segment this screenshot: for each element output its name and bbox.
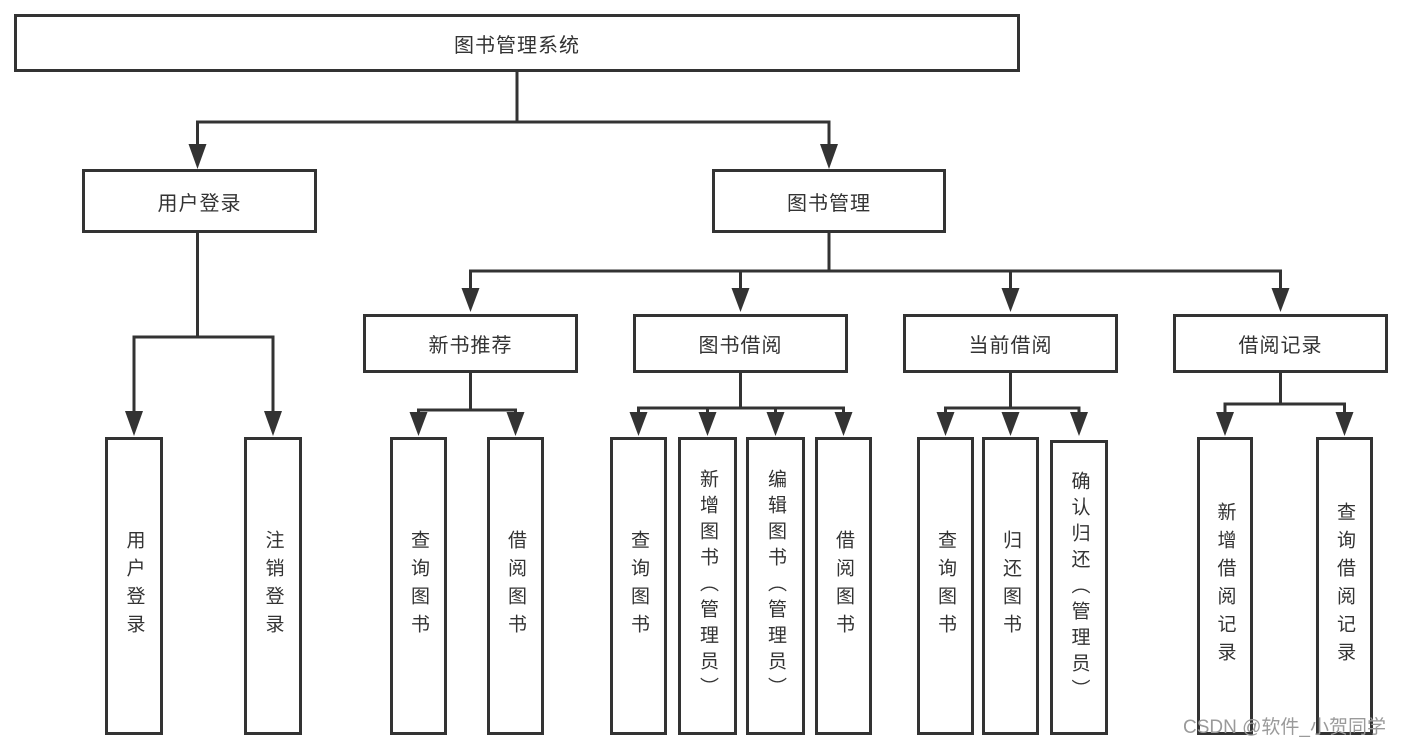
leaf-confirm-return-admin: 确认归还（管理员） — [1050, 440, 1108, 735]
node-borrow-records-label: 借阅记录 — [1238, 335, 1323, 357]
node-book-management-branch: 图书管理 — [712, 169, 946, 233]
leaf-edit-book-admin: 编辑图书（管理员） — [746, 437, 805, 735]
leaf-recommend-borrow-books: 借阅图书 — [487, 437, 544, 735]
leaf-query-borrow-record: 查询借阅记录 — [1316, 437, 1373, 735]
node-book-management-branch-label: 图书管理 — [787, 192, 871, 215]
node-book-borrow: 图书借阅 — [633, 314, 848, 373]
watermark: CSDN @软件_小贺同学 — [1183, 717, 1386, 738]
leaf-logout: 注销登录 — [244, 437, 302, 735]
node-current-borrow: 当前借阅 — [903, 314, 1118, 373]
node-root: 图书管理系统 — [14, 14, 1020, 72]
node-new-book-recommend: 新书推荐 — [363, 314, 578, 373]
leaf-borrow-borrow-books: 借阅图书 — [815, 437, 872, 735]
node-current-borrow-label: 当前借阅 — [968, 335, 1053, 357]
leaf-add-book-admin: 新增图书（管理员） — [678, 437, 737, 735]
node-new-book-recommend-label: 新书推荐 — [428, 335, 513, 357]
node-user-login-branch-label: 用户登录 — [157, 192, 242, 215]
leaf-recommend-query-books: 查询图书 — [390, 437, 447, 735]
leaf-current-query-books: 查询图书 — [917, 437, 974, 735]
leaf-add-borrow-record: 新增借阅记录 — [1197, 437, 1253, 735]
node-borrow-records: 借阅记录 — [1173, 314, 1388, 373]
node-user-login-branch: 用户登录 — [82, 169, 317, 233]
leaf-user-login: 用户登录 — [105, 437, 163, 735]
leaf-borrow-query-books: 查询图书 — [610, 437, 667, 735]
node-book-borrow-label: 图书借阅 — [698, 335, 783, 357]
node-root-label: 图书管理系统 — [454, 34, 580, 57]
leaf-return-books: 归还图书 — [982, 437, 1039, 735]
arrowhead-icons — [125, 144, 1354, 436]
